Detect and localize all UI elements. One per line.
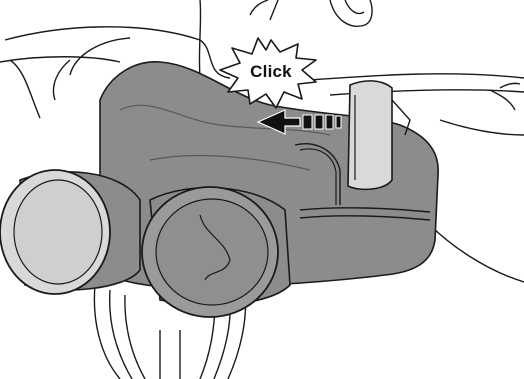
right-tailpipe (142, 187, 290, 317)
left-tailpipe (0, 170, 140, 294)
